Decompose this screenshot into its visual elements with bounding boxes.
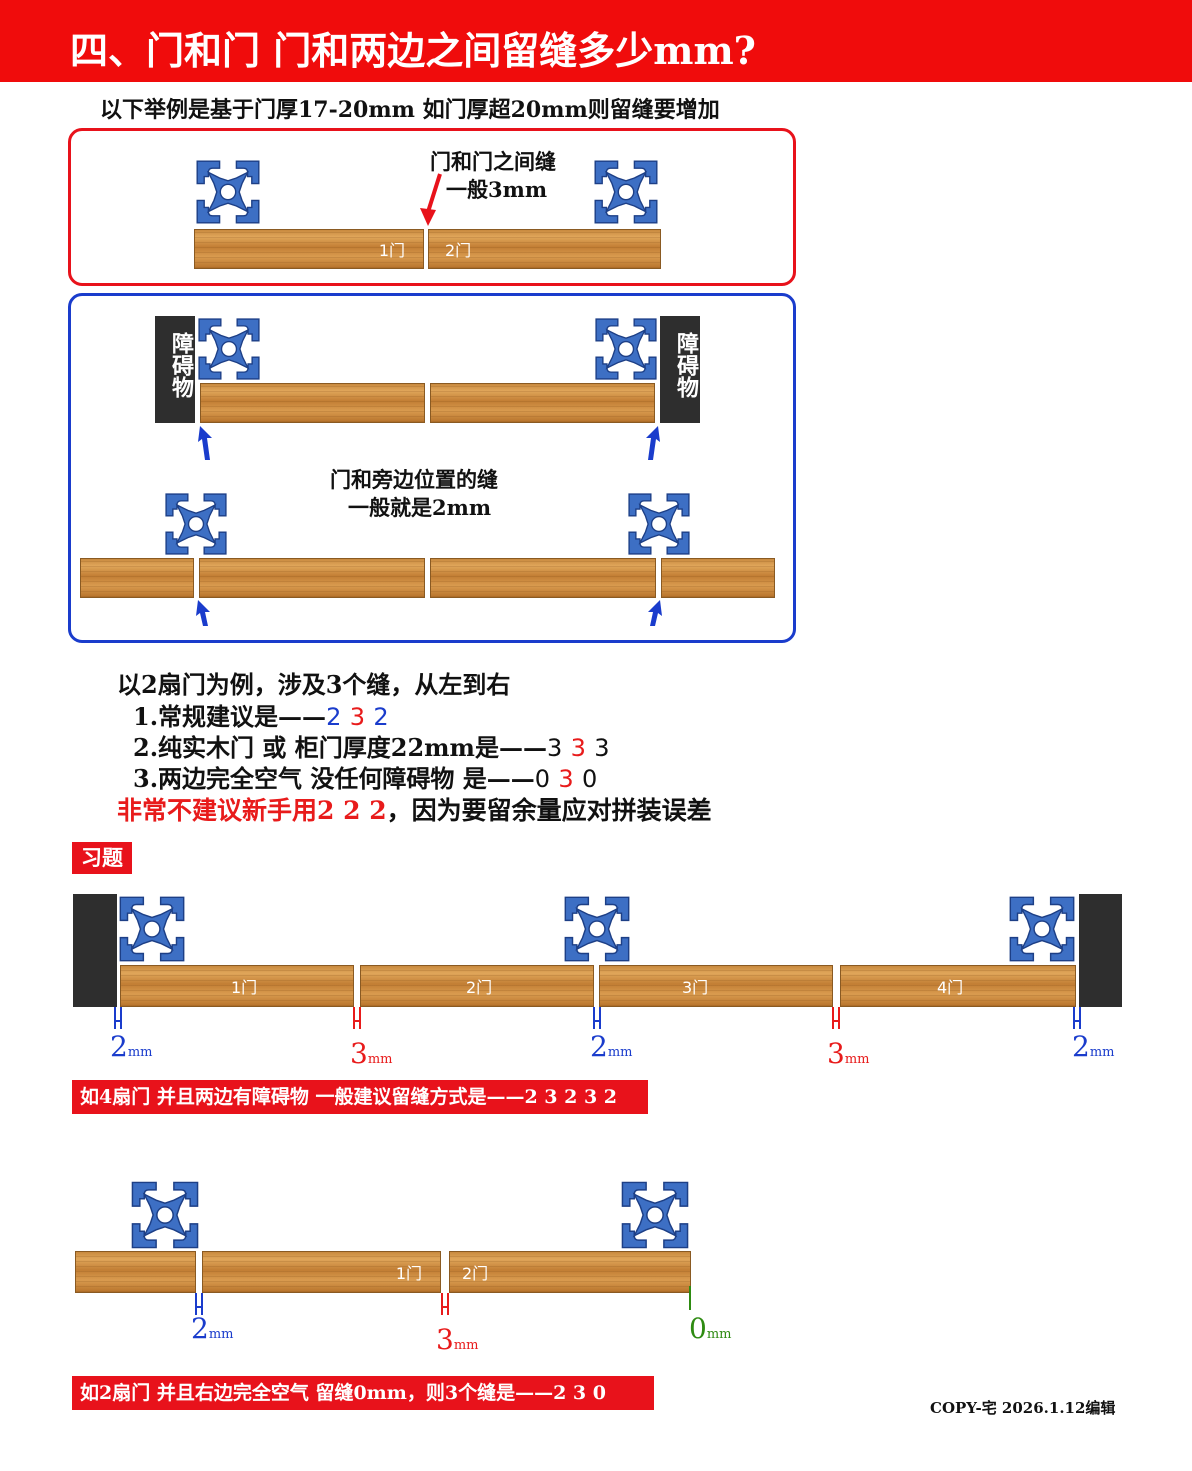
obstacle-block: 障碍物: [660, 316, 700, 423]
door-label: 1门: [378, 241, 405, 260]
obstacle-block: [73, 894, 117, 1007]
explain-line-3: 3.两边完全空气 没任何障碍物 是——0 3 0: [133, 764, 598, 793]
title-bar: [0, 0, 1192, 82]
gap-note: 门和门之间缝: [430, 149, 556, 174]
obstacle-block: [1079, 894, 1122, 1007]
side-gap-note: 门和旁边位置的缝: [330, 467, 498, 492]
aluminium-profile-icon: [561, 893, 633, 965]
aluminium-profile-icon: [162, 490, 230, 558]
aluminium-profile-icon: [591, 157, 661, 227]
explain-line-1: 1.常规建议是——2 3 2: [133, 702, 389, 731]
side-panel: [75, 1251, 196, 1293]
side-panel: [80, 558, 194, 598]
door-label: 2门: [462, 1264, 489, 1283]
gap-mark: [441, 1293, 449, 1315]
gap-value: 3mm: [350, 1037, 393, 1070]
obstacle-block: 障碍物: [155, 316, 195, 423]
door-label: 2门: [445, 241, 472, 260]
gap-note: 一般3mm: [446, 177, 548, 202]
gap-mark: [593, 1007, 601, 1029]
gap-value: 3mm: [827, 1037, 870, 1070]
exercise-banner: 如4扇门 并且两边有障碍物 一般建议留缝方式是——2 3 2 3 2: [72, 1080, 648, 1114]
gap-value: 0mm: [689, 1312, 732, 1345]
red-arrow-icon: [420, 173, 442, 226]
aluminium-profile-icon: [193, 157, 263, 227]
gap-value: 2mm: [110, 1030, 153, 1063]
door-panel: 1门: [194, 229, 424, 269]
door-panel: 1门: [202, 1251, 441, 1293]
aluminium-profile-icon: [1006, 893, 1078, 965]
footer-credit: COPY-宅 2026.1.12编辑: [930, 1399, 1116, 1417]
door-label: 4门: [937, 978, 964, 997]
explain-line-2: 2.纯实木门 或 柜门厚度22mm是——3 3 3: [133, 733, 610, 762]
door-panel: 2门: [449, 1251, 691, 1293]
gap-value: 2mm: [1072, 1030, 1115, 1063]
door-door-gap-box: [68, 128, 796, 286]
gap-mark: [689, 1286, 691, 1310]
door-side-gap-box: [68, 293, 796, 643]
gap-value: 2mm: [191, 1312, 234, 1345]
obstacle-label: 障碍物: [168, 332, 194, 398]
obstacle-label: 障碍物: [673, 332, 699, 398]
door-panel: 3门: [599, 965, 833, 1007]
aluminium-profile-icon: [195, 315, 263, 383]
blue-arrow-icon: [648, 600, 662, 626]
door-panel: [199, 558, 425, 598]
door-label: 1门: [395, 1264, 422, 1283]
side-gap-note: 一般就是2mm: [348, 495, 492, 520]
gap-mark: [114, 1007, 122, 1029]
door-label: 2门: [466, 978, 493, 997]
page-title: 四、门和门 门和两边之间留缝多少mm?: [70, 28, 756, 73]
intro-text: 以下举例是基于门厚17-20mm 如门厚超20mm则留缝要增加: [100, 97, 720, 123]
explain-line-4: 非常不建议新手用2 2 2，因为要留余量应对拼装误差: [117, 796, 712, 825]
aluminium-profile-icon: [625, 490, 693, 558]
door-panel: 4门: [840, 965, 1076, 1007]
gap-value: 3mm: [436, 1323, 479, 1356]
door-panel: [430, 383, 655, 423]
aluminium-profile-icon: [592, 315, 660, 383]
exercise-tag: 习题: [72, 842, 132, 874]
door-panel: 2门: [428, 229, 661, 269]
aluminium-profile-icon: [618, 1178, 692, 1252]
door-label: 1门: [231, 978, 258, 997]
blue-arrow-icon: [198, 426, 212, 460]
gap-mark: [353, 1007, 361, 1029]
explain-line-0: 以2扇门为例，涉及3个缝，从左到右: [117, 670, 511, 699]
gap-mark: [195, 1293, 203, 1315]
door-panel: [200, 383, 425, 423]
gap-mark: [1073, 1007, 1081, 1029]
door-label: 3门: [682, 978, 709, 997]
gap-mark: [832, 1007, 840, 1029]
aluminium-profile-icon: [128, 1178, 202, 1252]
door-panel: [430, 558, 656, 598]
side-panel: [661, 558, 775, 598]
gap-value: 2mm: [590, 1030, 633, 1063]
aluminium-profile-icon: [116, 893, 188, 965]
blue-arrow-icon: [196, 600, 210, 626]
door-panel: 2门: [360, 965, 594, 1007]
example2-banner: 如2扇门 并且右边完全空气 留缝0mm，则3个缝是——2 3 0: [72, 1376, 654, 1410]
door-panel: 1门: [120, 965, 354, 1007]
blue-arrow-icon: [646, 426, 660, 460]
